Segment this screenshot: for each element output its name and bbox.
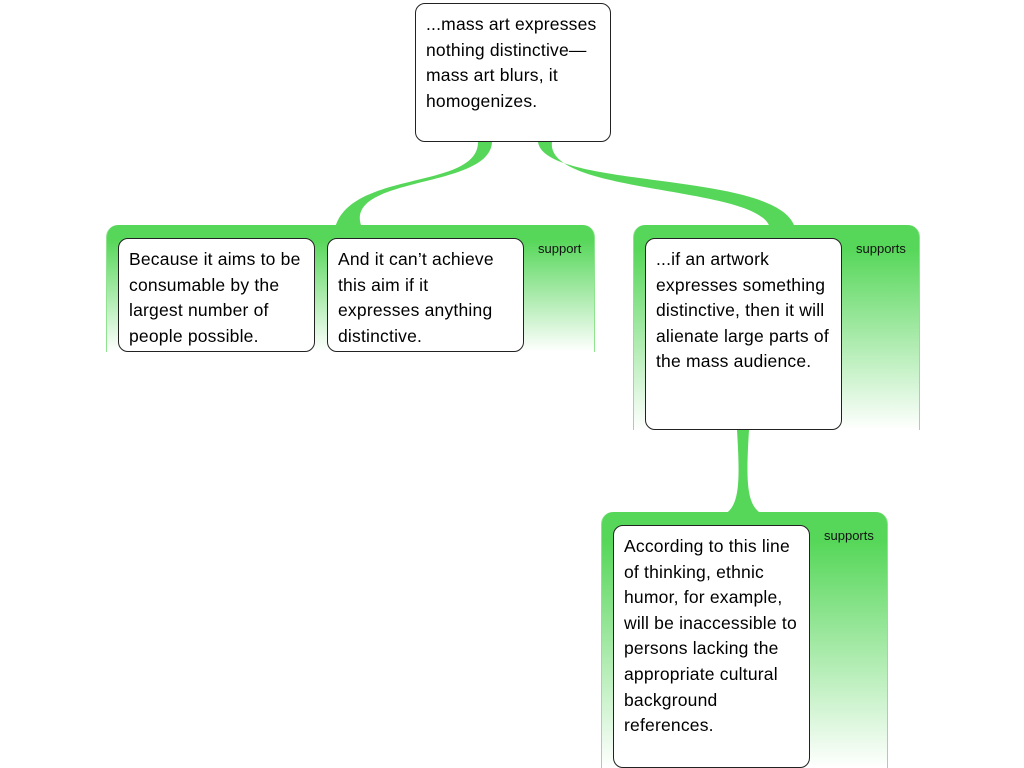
support-label: support — [538, 241, 582, 256]
support-label: supports — [824, 528, 874, 543]
claim-box[interactable]: ...mass art expresses nothing distinctiv… — [415, 3, 611, 142]
connector-root-to-group2 — [538, 142, 795, 228]
connector-root-to-group1 — [335, 142, 492, 228]
connector-group2-to-group3 — [725, 430, 762, 514]
premise-box[interactable]: Because it aims to be consumable by the … — [118, 238, 315, 352]
support-label: supports — [856, 241, 906, 256]
premise-box[interactable]: And it can’t achieve this aim if it expr… — [327, 238, 524, 352]
premise-box[interactable]: ...if an artwork expresses something dis… — [645, 238, 842, 430]
premise-box[interactable]: According to this line of thinking, ethn… — [613, 525, 810, 768]
